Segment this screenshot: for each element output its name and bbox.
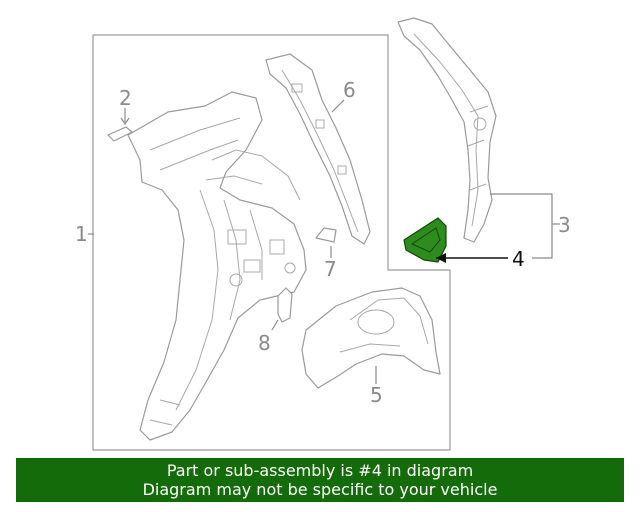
callout-2: 2 xyxy=(119,86,132,110)
callout-7: 7 xyxy=(324,257,337,281)
part-4-highlighted-bracket xyxy=(403,217,447,263)
info-banner: Part or sub-assembly is #4 in diagram Di… xyxy=(16,458,624,502)
callout-3-bracket xyxy=(490,193,553,259)
part-2-bracket xyxy=(107,108,133,142)
part-1-quarter-inner-panel xyxy=(127,91,307,441)
callout-1: 1 xyxy=(75,222,88,246)
callout-4-arrowhead xyxy=(436,253,446,263)
callout-5: 5 xyxy=(370,383,383,407)
part-3-rail xyxy=(397,17,497,243)
callout-8: 8 xyxy=(258,331,271,355)
callout-6: 6 xyxy=(343,78,356,102)
banner-line-1: Part or sub-assembly is #4 in diagram xyxy=(166,461,474,480)
part-7-clip xyxy=(315,227,337,258)
part-8-bracket xyxy=(271,287,293,331)
part-6-reinforcement xyxy=(265,53,371,245)
callout-4: 4 xyxy=(512,247,525,271)
callout-3: 3 xyxy=(558,213,571,237)
banner-line-2: Diagram may not be specific to your vehi… xyxy=(142,480,498,499)
assembly-frame xyxy=(92,34,451,451)
part-5-wheelhouse xyxy=(301,287,441,389)
